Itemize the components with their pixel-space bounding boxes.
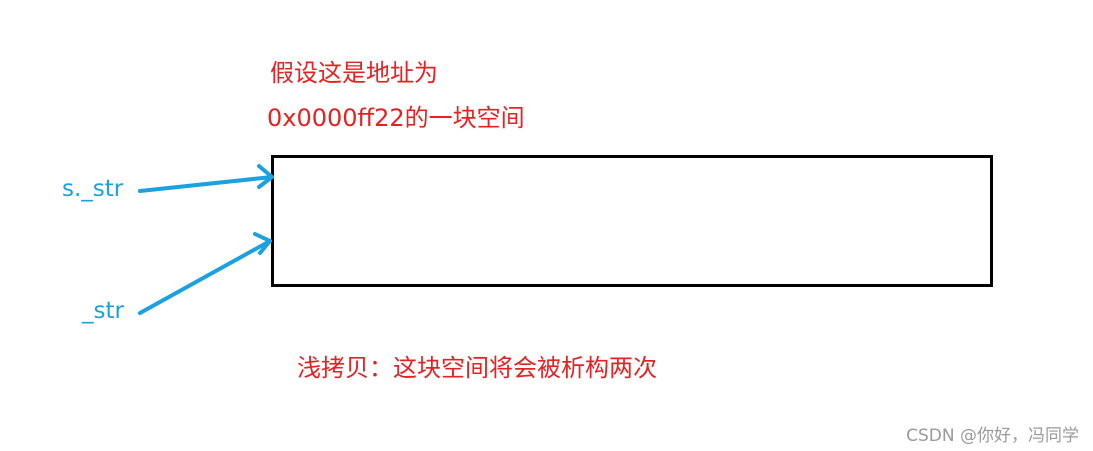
watermark: CSDN @你好，冯同学 xyxy=(906,426,1079,446)
shallow-copy-note: 浅拷贝：这块空间将会被析构两次 xyxy=(297,354,657,382)
address-caption-line2: 0x0000ff22的一块空间 xyxy=(267,104,525,132)
pointer-label-str: _str xyxy=(82,298,124,324)
arrow-str-to-block xyxy=(138,232,272,315)
address-caption-line1: 假设这是地址为 xyxy=(270,59,438,87)
arrow-s-str-to-block xyxy=(138,164,274,193)
memory-block xyxy=(271,155,993,287)
pointer-label-s-str: s._str xyxy=(62,176,124,202)
